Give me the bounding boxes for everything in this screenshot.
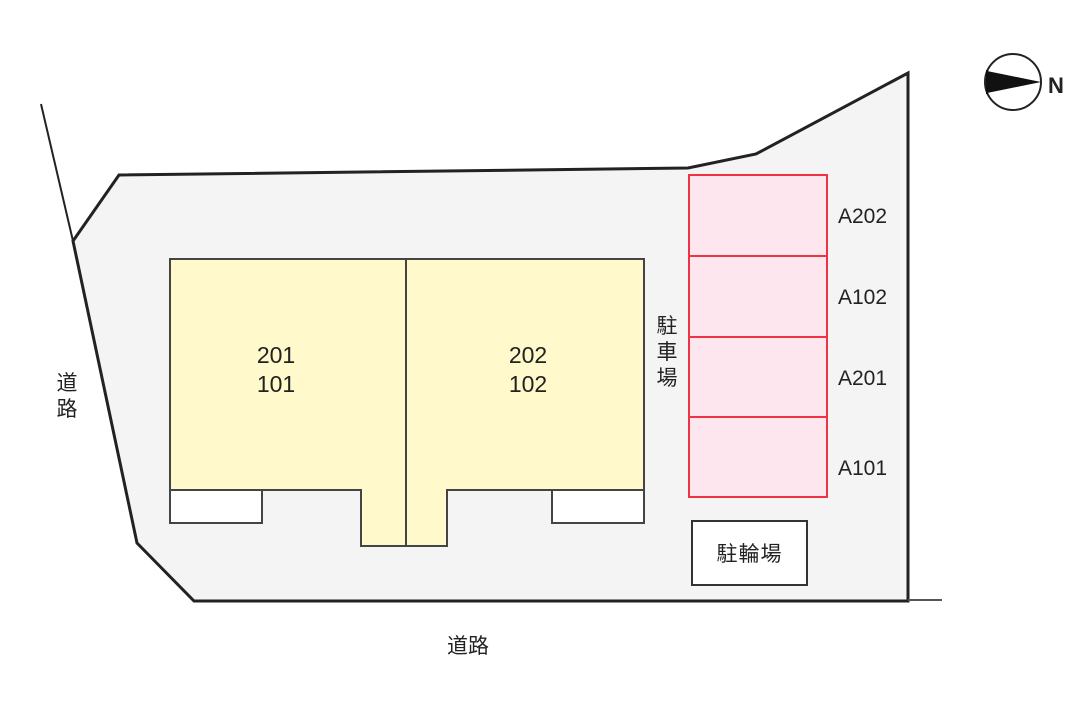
parking-space-label: A202 (838, 205, 888, 228)
building-1-label: 201 101 (216, 341, 336, 399)
parking-space-label: A101 (838, 457, 888, 480)
unit-lower: 102 (508, 371, 548, 397)
parking-label-text: 駐車場 (656, 314, 678, 390)
bicycle-parking-label: 駐輪場 (716, 542, 783, 566)
parking-spaces (688, 174, 828, 498)
bottom-road-label: 道路 (447, 634, 489, 658)
parking-space-label: A201 (838, 367, 888, 390)
unit-upper: 201 (256, 342, 296, 368)
left-road-label: 道路 (55, 370, 79, 422)
left-road-line (40, 103, 74, 242)
bicycle-parking: 駐輪場 (691, 520, 808, 586)
unit-lower: 101 (256, 371, 296, 397)
balcony-right (551, 489, 645, 524)
unit-upper: 202 (508, 342, 548, 368)
north-arrow-icon (984, 53, 1042, 111)
parking-label: 駐車場 (655, 313, 679, 391)
left-road-label-text: 道路 (56, 371, 78, 421)
parking-space-label: A102 (838, 286, 888, 309)
balcony-left (169, 489, 263, 524)
compass-north-label: N (1048, 73, 1064, 98)
building-2-label: 202 102 (468, 341, 588, 399)
